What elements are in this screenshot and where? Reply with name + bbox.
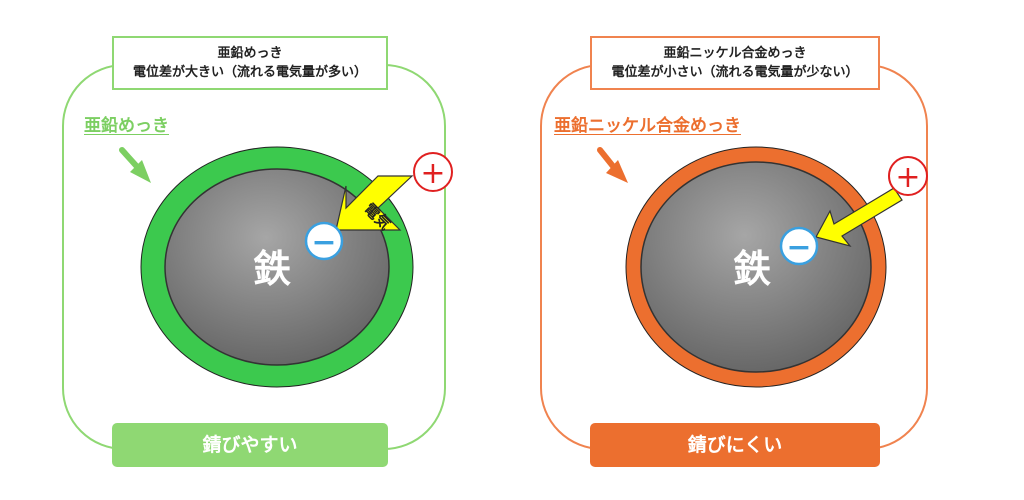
- iron-core: [164, 168, 390, 366]
- iron-core-label: 鉄: [253, 247, 291, 291]
- zinc-result-badge: 錆びやすい: [112, 423, 388, 467]
- zinc-nickel-panel-title: 亜鉛ニッケル合金めっき: [663, 46, 807, 61]
- plus-symbol: +: [413, 152, 453, 192]
- zinc-coating-label: 亜鉛めっき: [84, 116, 169, 136]
- electron-minus-symbol: −: [779, 226, 819, 266]
- coating-pointer-arrow: [597, 147, 628, 183]
- zinc-nickel-panel-subtitle: 電位差が小さい（流れる電気量が少ない）: [611, 65, 859, 80]
- zinc-nickel-result-badge: 錆びにくい: [590, 423, 880, 467]
- zinc-nickel-coating-label: 亜鉛ニッケル合金めっき: [554, 116, 741, 136]
- iron-core: [640, 161, 872, 373]
- zinc-panel-title-box: 亜鉛めっき 電位差が大きい（流れる電気量が多い）: [112, 36, 388, 90]
- zinc-nickel-coating-diagram: 鉄 − +: [597, 146, 928, 388]
- minus-sign: −: [786, 230, 811, 265]
- zinc-panel-subtitle: 電位差が大きい（流れる電気量が多い）: [132, 65, 367, 80]
- zinc-nickel-panel-title-box: 亜鉛ニッケル合金めっき 電位差が小さい（流れる電気量が少ない）: [590, 36, 880, 90]
- coating-pointer-arrow: [119, 147, 151, 183]
- minus-sign: −: [311, 225, 336, 260]
- plus-symbol: +: [888, 156, 928, 196]
- electricity-arrow: [815, 187, 903, 248]
- zinc-nickel-plating-panel: 亜鉛ニッケル合金めっき 電位差が小さい（流れる電気量が少ない） 亜鉛ニッケル合金…: [512, 0, 1024, 500]
- plus-sign: +: [420, 156, 445, 191]
- iron-core-label: 鉄: [733, 247, 771, 291]
- zinc-plating-panel: 亜鉛めっき 電位差が大きい（流れる電気量が多い） 亜鉛めっき 鉄 電気 −: [62, 36, 453, 467]
- zinc-panel-title: 亜鉛めっき: [217, 46, 283, 61]
- electricity-arrow: [335, 175, 414, 231]
- zinc-coating-diagram: 鉄 電気 − +: [119, 146, 453, 388]
- electron-minus-symbol: −: [304, 221, 344, 261]
- plus-sign: +: [895, 160, 920, 195]
